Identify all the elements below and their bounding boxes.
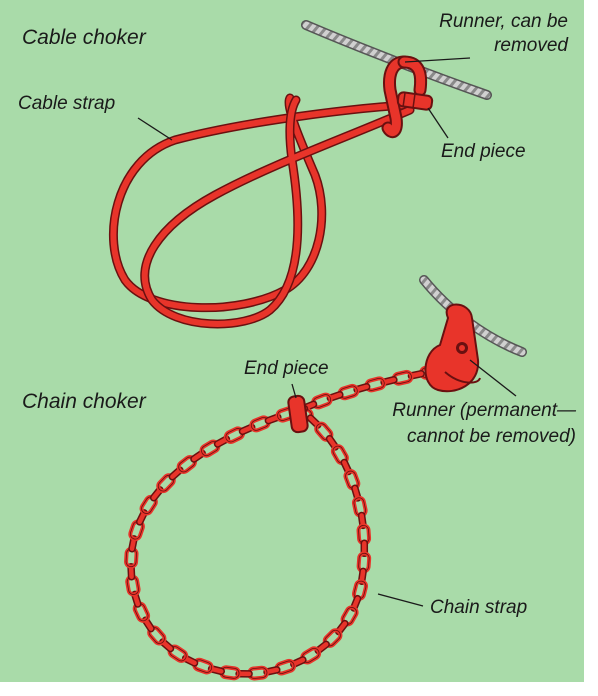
cable-runner-label: Runner, can be removed (390, 10, 568, 58)
chain-strap-label: Chain strap (430, 596, 527, 620)
leader-chain-strap (378, 594, 423, 606)
chain-choker-title: Chain choker (22, 390, 146, 414)
leader-runner (470, 360, 516, 396)
cable-choker (113, 25, 487, 324)
chain-runner-label: Runner (permanent—cannot be removed) (392, 398, 576, 450)
chain-leader-lines (292, 360, 516, 606)
cable-choker-title: Cable choker (22, 26, 146, 50)
chain-runner (425, 305, 480, 392)
leader-end-piece (428, 108, 448, 138)
chain-end-piece (288, 395, 309, 433)
leader-cable-strap (138, 118, 172, 140)
cable-end-piece-label: End piece (441, 140, 526, 164)
cable-strap (113, 98, 410, 324)
chain-end-piece-label: End piece (244, 357, 329, 381)
cable-strap-label: Cable strap (18, 92, 115, 116)
